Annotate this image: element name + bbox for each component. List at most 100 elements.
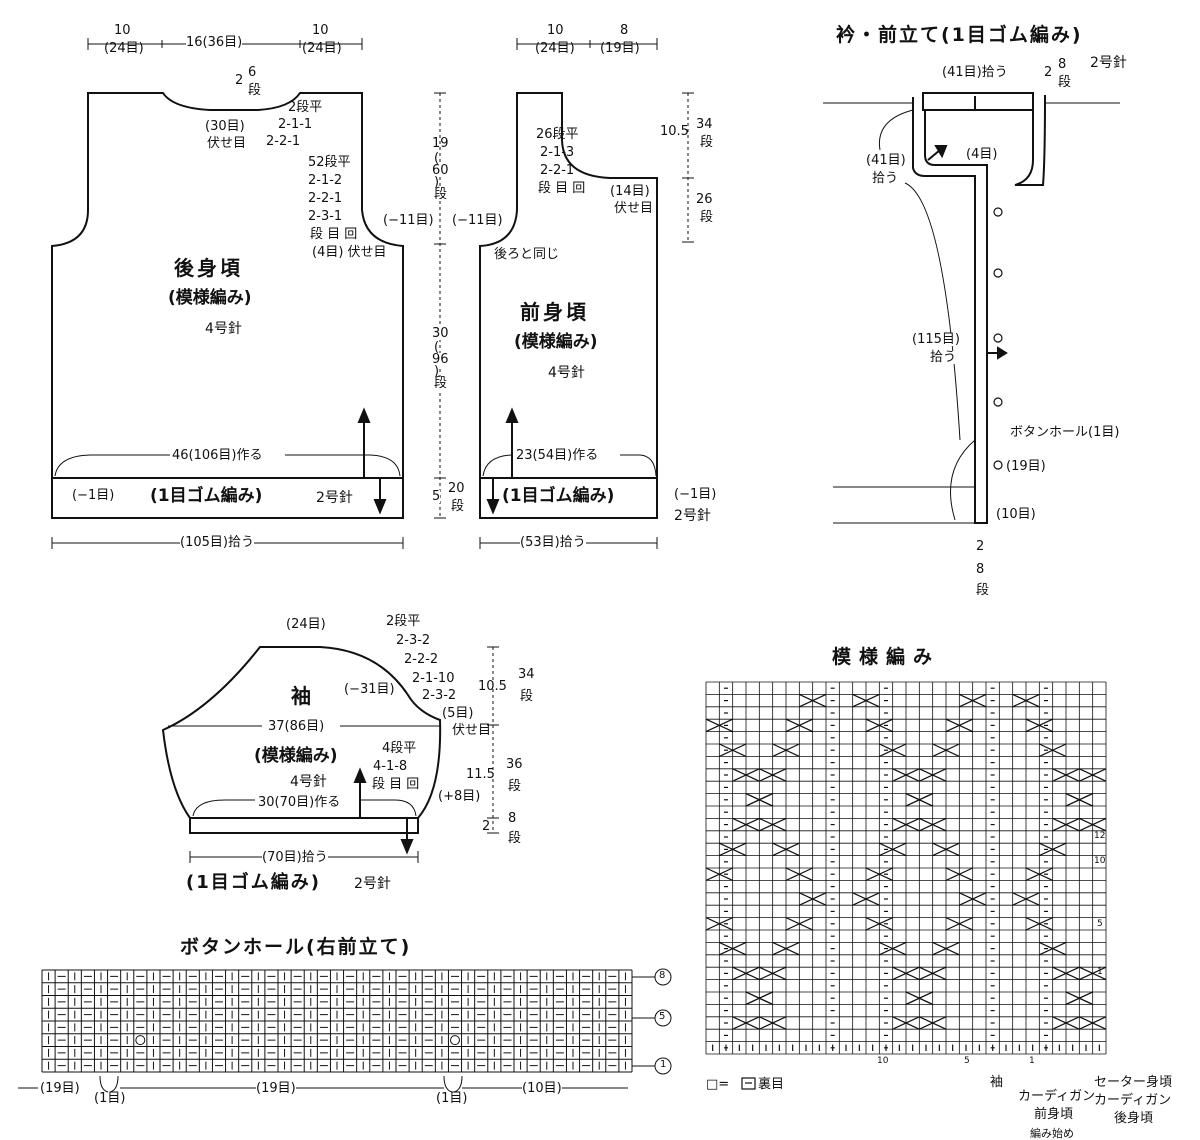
front-pattern: (模様編み) (514, 332, 598, 352)
sleeve-cap-label: 2-3-2 (422, 688, 457, 703)
cable-cross-mark (705, 718, 733, 733)
armhole-label: 52段平 (308, 155, 351, 170)
cable-cross-mark (1012, 693, 1040, 708)
sleeve-cap-label: 伏せ目 (452, 723, 492, 738)
sleeve-cap-label: 2-3-2 (396, 633, 431, 648)
front-body-outline (479, 92, 658, 519)
cable-cross-mark (905, 991, 933, 1005)
sleeve-inc: (+8目) (438, 789, 481, 804)
chart-note: 後身頃 (1114, 1111, 1154, 1126)
front-neck-label: (14目) (610, 184, 650, 199)
front-pickup: (53目)拾う (520, 535, 586, 550)
collar-label: (4目) (966, 147, 998, 162)
sleeve-height: 11.5 (466, 767, 495, 782)
height-label: 96 (432, 352, 449, 367)
cable-cross-mark (719, 743, 747, 757)
sleeve-inc: 段 目 回 (372, 777, 420, 792)
sleeve-pattern: (模様編み) (254, 746, 338, 766)
back-pattern: (模様編み) (168, 288, 252, 308)
height-label: 60 (432, 163, 449, 178)
cable-cross-mark (1052, 768, 1080, 782)
buttonhole-label: (10目) (522, 1081, 562, 1096)
cable-cross-mark (772, 941, 800, 956)
cable-cross-mark (932, 743, 960, 757)
collar-label: 2 (976, 539, 985, 554)
cable-cross-mark (745, 793, 773, 807)
collar-label: (10目) (996, 507, 1036, 522)
cable-cross-mark (1052, 1016, 1080, 1030)
sleeve-height: 10.5 (478, 679, 507, 694)
cable-cross-mark (852, 892, 880, 906)
cable-cross-mark (1039, 941, 1067, 956)
cable-cross-mark (1039, 743, 1067, 757)
cable-cross-mark (1065, 793, 1093, 807)
front-height-label: 34 (696, 117, 713, 132)
front-height-label: 段 (700, 210, 714, 225)
cable-cross-mark (759, 966, 787, 981)
front-title: 前身頃 (520, 300, 589, 324)
sleeve-width: 37(86目) (268, 719, 325, 734)
neck-label: 伏せ目 (207, 136, 247, 151)
neck-label: (30目) (205, 119, 245, 134)
cable-cross-mark (919, 1016, 947, 1030)
dim-label: (24目) (302, 41, 342, 56)
cable-cross-mark (1079, 817, 1107, 832)
cable-cross-mark (785, 867, 813, 881)
armhole-label: 段 目 回 (310, 227, 358, 242)
cable-cross-mark (1025, 867, 1053, 881)
sleeve-pickup: (70目)拾う (262, 850, 328, 865)
buttonhole-label: (19目) (40, 1081, 80, 1096)
chart-note: カーディガン (1018, 1089, 1096, 1104)
collar-label: 2号針 (1090, 55, 1127, 71)
row-mark: 5 (659, 1011, 666, 1022)
cable-cross-mark (1025, 718, 1053, 733)
cable-cross-mark (732, 768, 760, 782)
collar-label: 拾う (872, 171, 899, 186)
cable-cross-mark (865, 718, 893, 733)
collar-label: 段 (1058, 75, 1072, 90)
sleeve-cap-label: 2-1-10 (412, 671, 455, 686)
back-body-outline (51, 92, 404, 519)
front-neck-label: 2-1-3 (540, 145, 575, 160)
row-label: 10 (1094, 856, 1106, 866)
armhole-label: 2-2-1 (308, 191, 343, 206)
back-rib-needle: 2号針 (316, 490, 353, 506)
cable-cross-mark (892, 1016, 920, 1030)
row-label: 1 (1097, 967, 1103, 977)
cable-cross-mark (719, 842, 747, 857)
collar-label: 拾う (930, 350, 957, 365)
cable-cross-mark (879, 743, 907, 757)
cable-cross-mark (1012, 892, 1040, 906)
cable-cross-mark (785, 718, 813, 733)
cable-cross-mark (945, 867, 973, 881)
dim-label: 8 (620, 23, 629, 38)
front-neck-label: 26段平 (536, 127, 579, 142)
sleeve-rib: (1目ゴム編み) (186, 872, 321, 893)
cable-cross-mark (1052, 966, 1080, 981)
cable-cross-mark (1052, 817, 1080, 832)
chart-note: 袖 (990, 1075, 1004, 1090)
cable-cross-mark (945, 917, 973, 931)
front-height-label: 段 (700, 135, 714, 150)
collar-label: ボタンホール(1目) (1010, 425, 1120, 440)
legend-label: □= (706, 1077, 730, 1092)
cable-cross-mark (879, 941, 907, 956)
dim-label: 16(36目) (186, 35, 243, 50)
chart-note: 前身頃 (1034, 1107, 1074, 1122)
neck-label: 6 (248, 65, 257, 80)
sleeve-height: 8 (508, 811, 517, 826)
sleeve-height: 段 (508, 831, 522, 846)
sleeve-cap-label: (−31目) (344, 682, 395, 697)
cable-cross-mark (879, 842, 907, 857)
cable-cross-mark (799, 693, 827, 708)
height-label: ) (434, 175, 440, 190)
neck-label: 段 (248, 83, 262, 98)
row-mark: 1 (660, 1059, 667, 1070)
collar-label: 8 (976, 562, 985, 577)
cable-cross-mark (772, 743, 800, 757)
cable-cross-mark (1079, 966, 1107, 981)
height-label: ( (434, 340, 440, 355)
back-pickup: (105目)拾う (180, 535, 254, 550)
sleeve-inc: 4段平 (382, 741, 417, 756)
sleeve-cap-label: 2段平 (386, 614, 421, 629)
